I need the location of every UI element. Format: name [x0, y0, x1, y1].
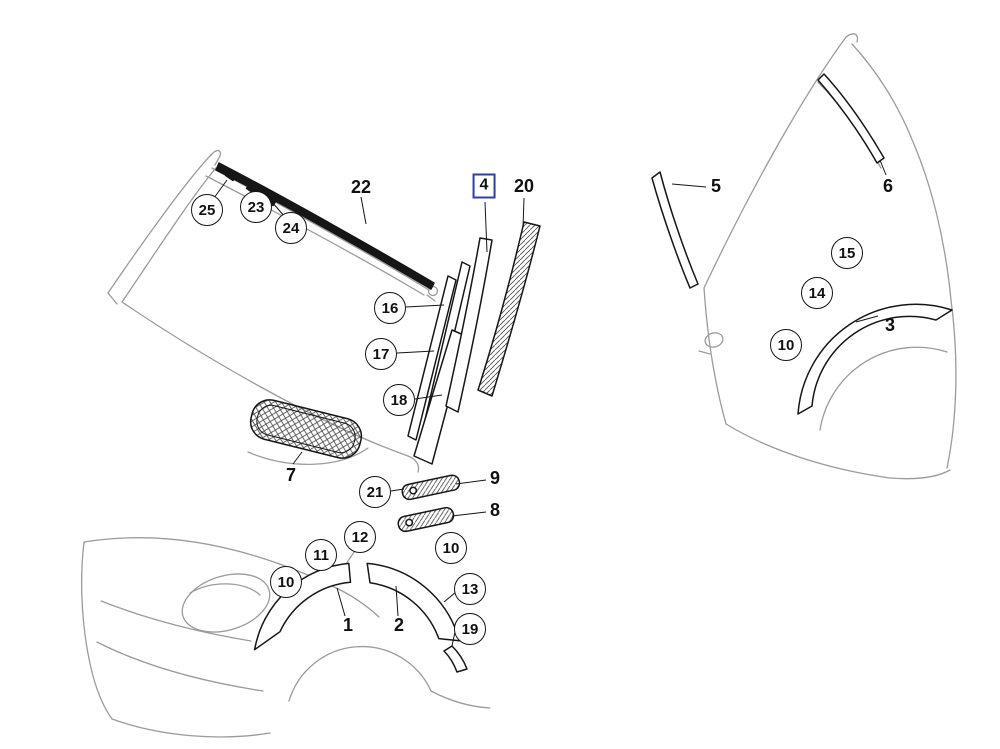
callout-14[interactable]: 14: [801, 277, 833, 309]
callout-15[interactable]: 15: [831, 237, 863, 269]
callout-18[interactable]: 18: [383, 384, 415, 416]
callout-7[interactable]: 7: [285, 465, 297, 485]
callout-5[interactable]: 5: [710, 176, 722, 196]
callout-23[interactable]: 23: [240, 191, 272, 223]
part-4-pillar-cover: [445, 237, 493, 413]
part-9-side-grille: [401, 474, 461, 501]
callout-4-selected[interactable]: 4: [472, 173, 496, 199]
part-6-rear-strip: [817, 73, 885, 164]
callout-22[interactable]: 22: [350, 177, 372, 197]
part-1-arch-trim-front: [253, 562, 352, 651]
callout-11[interactable]: 11: [305, 539, 337, 571]
leader-lines: [213, 159, 887, 647]
callout-9[interactable]: 9: [489, 468, 501, 488]
trim-parts: [215, 73, 953, 673]
part-17-pillar-strip: [407, 275, 457, 441]
part-22-windshield-moulding: [215, 162, 435, 290]
callout-13[interactable]: 13: [454, 573, 486, 605]
part-3-rear-arch-trim: [797, 303, 953, 415]
callout-21[interactable]: 21: [359, 476, 391, 508]
callout-12[interactable]: 12: [344, 521, 376, 553]
car-body-sketch: [81, 33, 957, 738]
callout-8[interactable]: 8: [489, 500, 501, 520]
part-8-side-grille: [397, 506, 455, 533]
callout-6[interactable]: 6: [882, 176, 894, 196]
callout-20[interactable]: 20: [513, 176, 535, 196]
part-20-pillar-cover: [477, 221, 541, 397]
callout-24[interactable]: 24: [275, 212, 307, 244]
part-5-window-strip: [651, 171, 699, 289]
callout-2[interactable]: 2: [393, 615, 405, 635]
callout-19[interactable]: 19: [454, 613, 486, 645]
part-clip-a: [224, 171, 236, 182]
callout-25[interactable]: 25: [191, 194, 223, 226]
callout-10[interactable]: 10: [270, 566, 302, 598]
callout-10[interactable]: 10: [770, 329, 802, 361]
callout-3[interactable]: 3: [884, 315, 896, 335]
callout-10[interactable]: 10: [435, 532, 467, 564]
callout-17[interactable]: 17: [365, 338, 397, 370]
part-7-grille: [249, 399, 363, 459]
callout-16[interactable]: 16: [374, 292, 406, 324]
part-19-end-piece: [443, 645, 468, 673]
callout-1[interactable]: 1: [342, 615, 354, 635]
